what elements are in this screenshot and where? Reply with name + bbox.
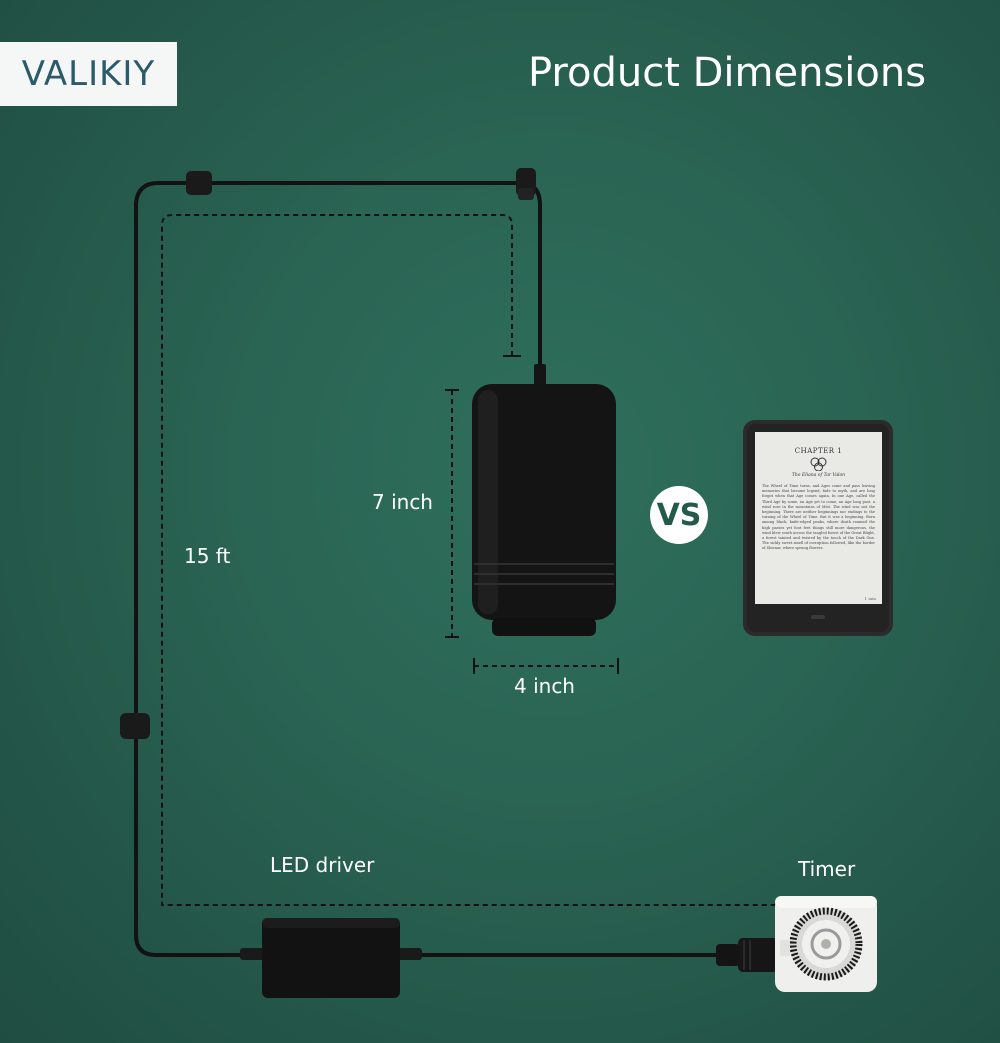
ereader-screen: CHAPTER 1 The Eliana of Tar Valon The Wh… — [755, 432, 882, 604]
brand-logo-text: VALIKIY — [21, 54, 156, 94]
height-label: 7 inch — [372, 490, 433, 514]
page-title: Product Dimensions — [528, 50, 927, 96]
pendant-light — [472, 364, 616, 636]
led-driver-label: LED driver — [270, 853, 375, 877]
cord-length-guide — [161, 214, 782, 906]
ereader-chapter: CHAPTER 1 — [794, 447, 843, 455]
cable-clip — [186, 171, 212, 195]
ereader-subtitle: The Eliana of Tar Valon — [791, 473, 846, 478]
width-label: 4 inch — [514, 674, 575, 698]
timer-label: Timer — [798, 857, 856, 881]
cable-clip — [516, 168, 536, 200]
vs-badge: VS — [650, 486, 708, 544]
ereader-text: The Wheel of Time turns, and Ages come a… — [762, 484, 875, 551]
power-plug — [716, 938, 778, 972]
ereader-footer: 1 min — [864, 596, 876, 601]
cable-clip — [120, 713, 150, 739]
cord-length-label: 15 ft — [184, 544, 231, 568]
brand-logo: VALIKIY — [0, 42, 177, 106]
ornament-icon — [810, 457, 827, 471]
led-driver-box — [240, 918, 422, 998]
timer-device — [775, 896, 877, 992]
